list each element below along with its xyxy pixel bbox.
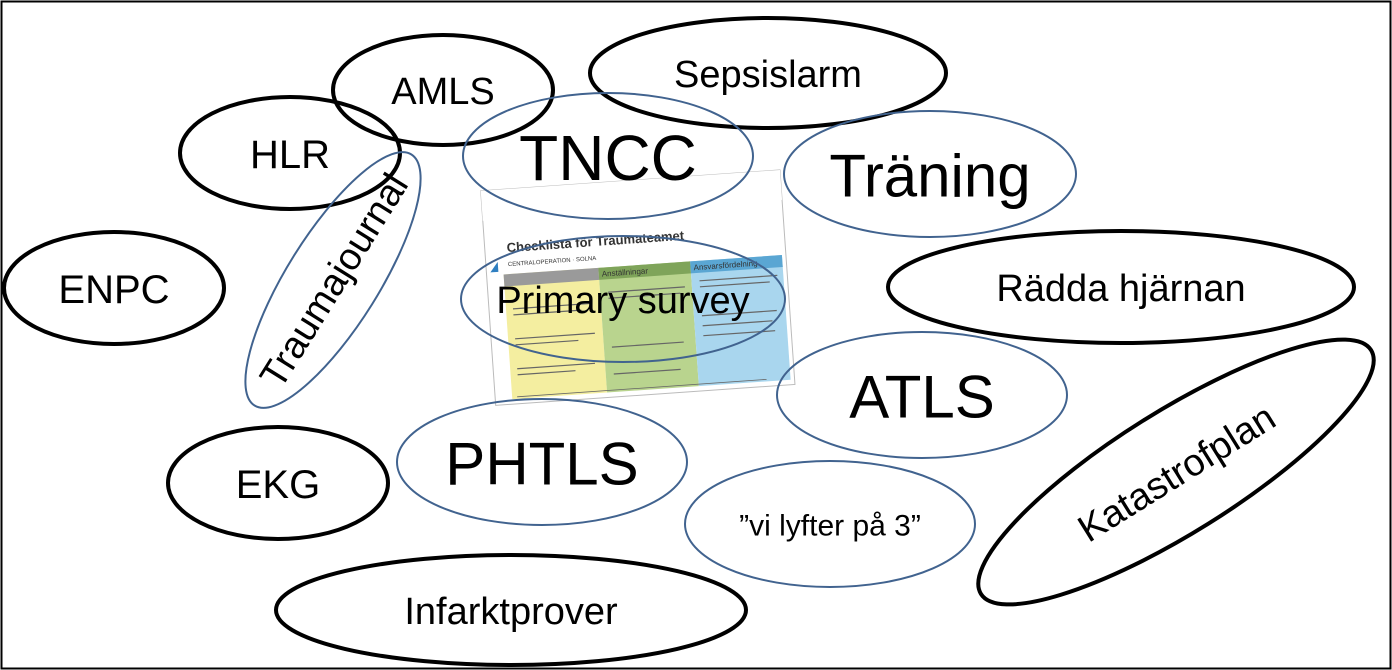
concept-node-tncc: TNCC [462,92,754,220]
concept-label: TNCC [519,122,697,194]
concept-node-sepsislarm: Sepsislarm [588,16,948,130]
concept-label: PHTLS [445,431,638,498]
concept-ellipse [2,230,226,346]
concept-ellipse [331,33,555,147]
concept-label: ATLS [849,364,995,431]
concept-label: AMLS [391,71,494,113]
concept-node-traning: Träning [783,110,1077,238]
checklist-logo-icon [490,261,499,273]
checklist-column-header-2 [598,261,691,280]
checklist-column-yellow [503,267,608,400]
checklist-document-image: Checklista för Traumateamet CENTRALOPERA… [480,169,796,406]
concept-node-radda-hjarnan: Rädda hjärnan [886,229,1356,345]
concept-ellipse [244,151,422,409]
concept-ellipse [460,235,786,363]
concept-ellipse [462,92,754,220]
concept-node-infarktprover: Infarktprover [274,553,748,667]
concept-label: Rädda hjärnan [996,268,1245,310]
concept-ellipse [976,337,1376,607]
checklist-column-label-2: Anställningar [601,266,648,278]
concept-label: Infarktprover [404,591,618,633]
concept-ellipse [274,553,748,667]
concept-ellipse [886,229,1356,345]
concept-ellipse [588,16,948,130]
concept-node-enpc: ENPC [2,230,226,346]
concept-label: HLR [250,133,330,177]
checklist-column-header-1 [503,267,600,287]
concept-label: Primary survey [496,280,749,322]
concept-node-ekg: EKG [166,425,390,541]
concept-ellipse [783,110,1077,238]
concept-node-amls: AMLS [331,33,555,147]
checklist-column-blue [690,255,791,387]
checklist-column-header-3 [690,255,783,274]
concept-label: ”vi lyfter på 3” [739,510,921,543]
concept-ellipse [684,460,976,588]
concept-node-katastrofplan: Katastrofplan [976,337,1376,607]
concept-label: EKG [236,463,320,507]
concept-label: Katastrofplan [1071,397,1283,551]
concept-ellipse [166,425,390,541]
checklist-text-lines [512,274,778,398]
concept-label: Sepsislarm [674,54,862,96]
concept-node-vi-lyfter: ”vi lyfter på 3” [684,460,976,588]
concept-ellipse [776,331,1068,459]
concept-node-primary-survey: Primary survey [460,235,786,363]
checklist-column-label-3: Ansvarsfördelning [693,259,758,272]
concept-node-phtls: PHTLS [396,398,688,526]
concept-label: Träning [829,143,1030,210]
concept-label: ENPC [58,268,169,312]
concept-ellipse [396,398,688,526]
checklist-header-area [480,169,783,221]
concept-node-atls: ATLS [776,331,1068,459]
